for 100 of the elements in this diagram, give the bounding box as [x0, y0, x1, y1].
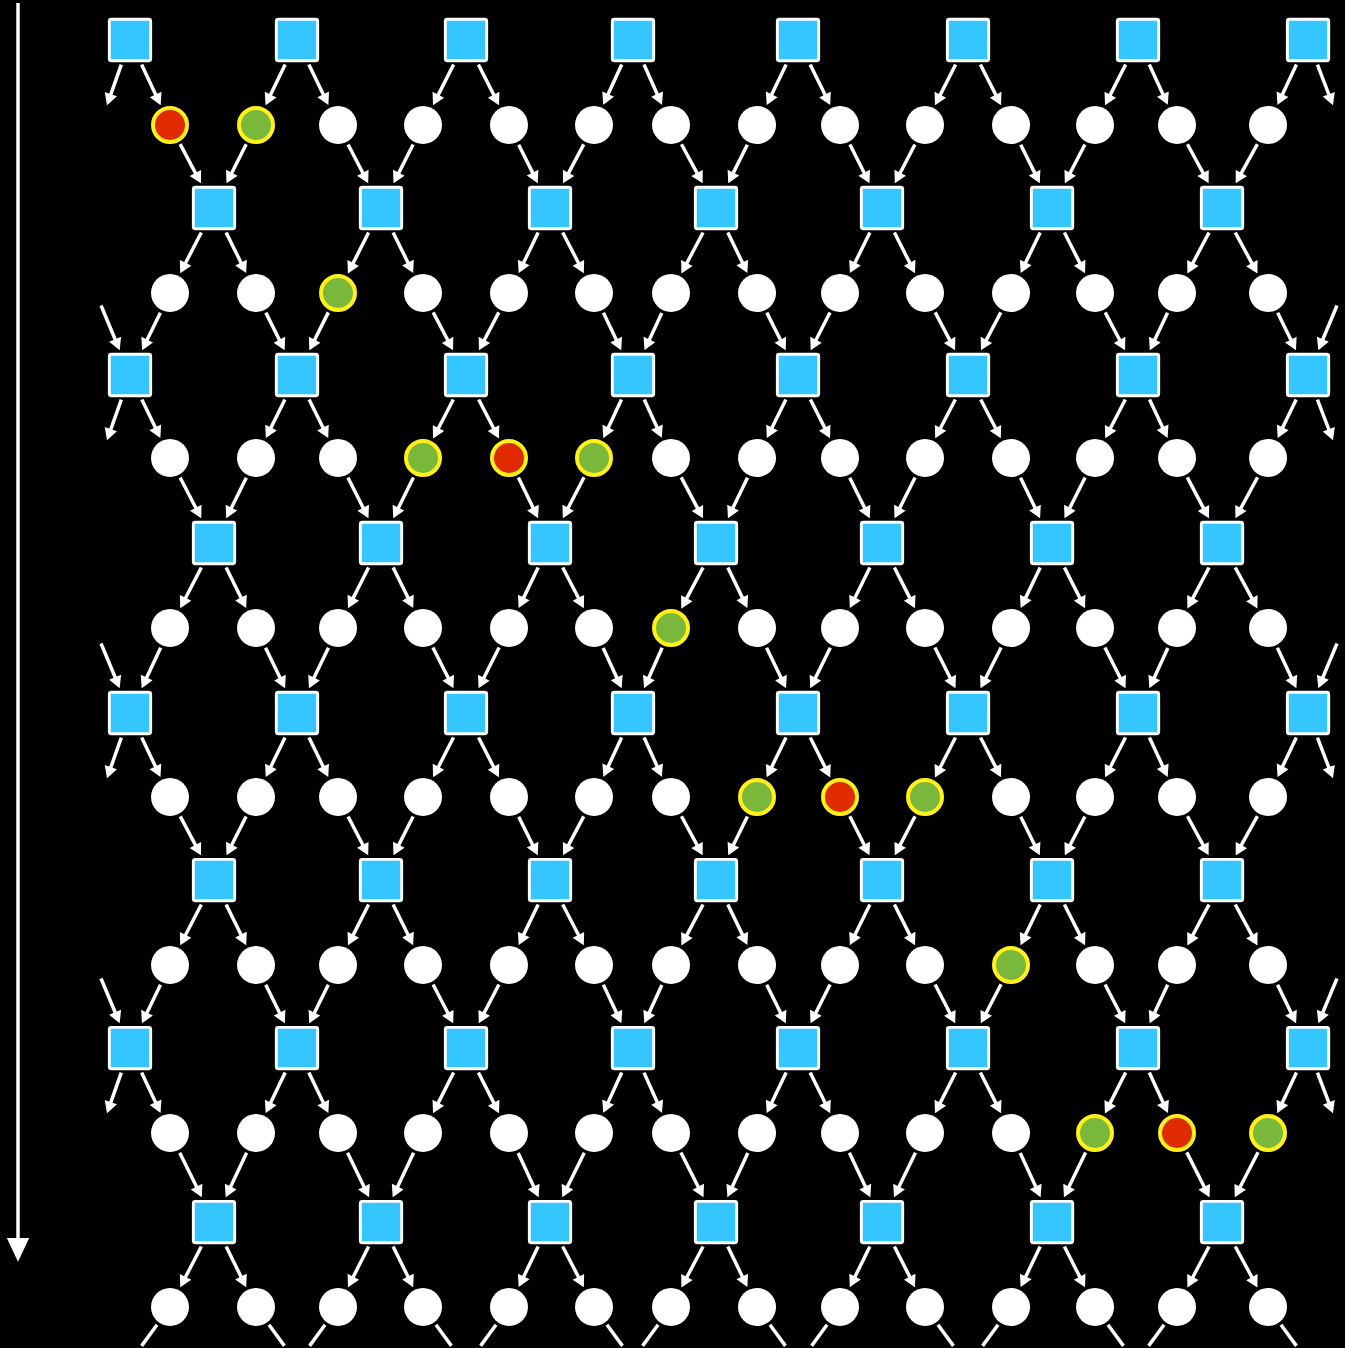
- square-node: [443, 352, 489, 398]
- circle-node: [821, 274, 859, 312]
- circle-node: [821, 106, 859, 144]
- square-node: [1285, 352, 1331, 398]
- square-node: [191, 857, 237, 903]
- circle-node: [490, 778, 528, 816]
- square-node: [274, 17, 320, 63]
- square-node: [945, 690, 991, 736]
- circle-node: [738, 1288, 776, 1326]
- circle-node: [992, 1114, 1030, 1152]
- circle-node: [906, 274, 944, 312]
- circle-node: [1158, 274, 1196, 312]
- square-node: [775, 690, 821, 736]
- circle-node: [404, 106, 442, 144]
- circle-node: [652, 946, 690, 984]
- square-node: [945, 1025, 991, 1071]
- circle-node: [1076, 106, 1114, 144]
- circle-node: [1158, 778, 1196, 816]
- square-node: [1285, 17, 1331, 63]
- circle-node: [1249, 274, 1287, 312]
- square-node: [859, 1199, 905, 1245]
- circle-node: [490, 946, 528, 984]
- square-node: [1115, 1025, 1161, 1071]
- circle-node: [237, 946, 275, 984]
- circle-node: [906, 609, 944, 647]
- square-node: [443, 17, 489, 63]
- circle-node: [738, 439, 776, 477]
- square-node: [1285, 1025, 1331, 1071]
- circle-node: [821, 609, 859, 647]
- circle-node: [906, 439, 944, 477]
- circle-node: [738, 106, 776, 144]
- circle-node: [319, 778, 357, 816]
- square-node: [527, 520, 573, 566]
- circle-node: [151, 946, 189, 984]
- square-node: [443, 1025, 489, 1071]
- circle-node: [821, 1114, 859, 1152]
- square-node: [358, 520, 404, 566]
- square-node: [527, 185, 573, 231]
- circle-node: [237, 778, 275, 816]
- square-node: [274, 352, 320, 398]
- circle-node: [575, 106, 613, 144]
- circle-node: [738, 609, 776, 647]
- marked-circle: [992, 946, 1030, 984]
- circle-node: [575, 946, 613, 984]
- square-node: [107, 17, 153, 63]
- circle-node: [319, 1288, 357, 1326]
- circle-node: [738, 946, 776, 984]
- circle-node: [151, 1114, 189, 1152]
- marked-circle: [738, 778, 776, 816]
- square-node: [775, 17, 821, 63]
- circle-node: [319, 1114, 357, 1152]
- circle-node: [151, 1288, 189, 1326]
- circle-node: [652, 1288, 690, 1326]
- circle-node: [575, 609, 613, 647]
- circle-node: [652, 274, 690, 312]
- circle-node: [237, 1114, 275, 1152]
- circle-node: [575, 1288, 613, 1326]
- square-node: [610, 690, 656, 736]
- square-node: [693, 1199, 739, 1245]
- square-node: [775, 352, 821, 398]
- circle-node: [906, 946, 944, 984]
- circle-node: [404, 778, 442, 816]
- circle-node: [151, 439, 189, 477]
- circle-node: [992, 609, 1030, 647]
- circle-node: [575, 274, 613, 312]
- circle-node: [1249, 1288, 1287, 1326]
- circle-node: [319, 609, 357, 647]
- circle-node: [151, 274, 189, 312]
- circle-node: [490, 106, 528, 144]
- circle-node: [992, 778, 1030, 816]
- circle-node: [1076, 778, 1114, 816]
- square-node: [775, 1025, 821, 1071]
- circle-node: [1249, 609, 1287, 647]
- circle-node: [490, 1114, 528, 1152]
- square-node: [1029, 1199, 1075, 1245]
- circle-node: [319, 439, 357, 477]
- circle-node: [906, 1114, 944, 1152]
- square-node: [859, 185, 905, 231]
- circle-node: [1076, 1288, 1114, 1326]
- square-node: [693, 857, 739, 903]
- square-node: [358, 1199, 404, 1245]
- circle-node: [151, 778, 189, 816]
- circle-node: [237, 1288, 275, 1326]
- square-node: [693, 520, 739, 566]
- circle-node: [237, 609, 275, 647]
- square-node: [693, 185, 739, 231]
- circle-node: [1158, 946, 1196, 984]
- square-node: [527, 1199, 573, 1245]
- square-node: [610, 17, 656, 63]
- square-node: [443, 690, 489, 736]
- square-node: [1029, 857, 1075, 903]
- square-node: [1199, 185, 1245, 231]
- square-node: [859, 857, 905, 903]
- circle-node: [1249, 439, 1287, 477]
- circle-node: [404, 1288, 442, 1326]
- square-node: [945, 352, 991, 398]
- circle-node: [738, 274, 776, 312]
- circle-node: [1158, 609, 1196, 647]
- circle-node: [1158, 1288, 1196, 1326]
- square-node: [610, 1025, 656, 1071]
